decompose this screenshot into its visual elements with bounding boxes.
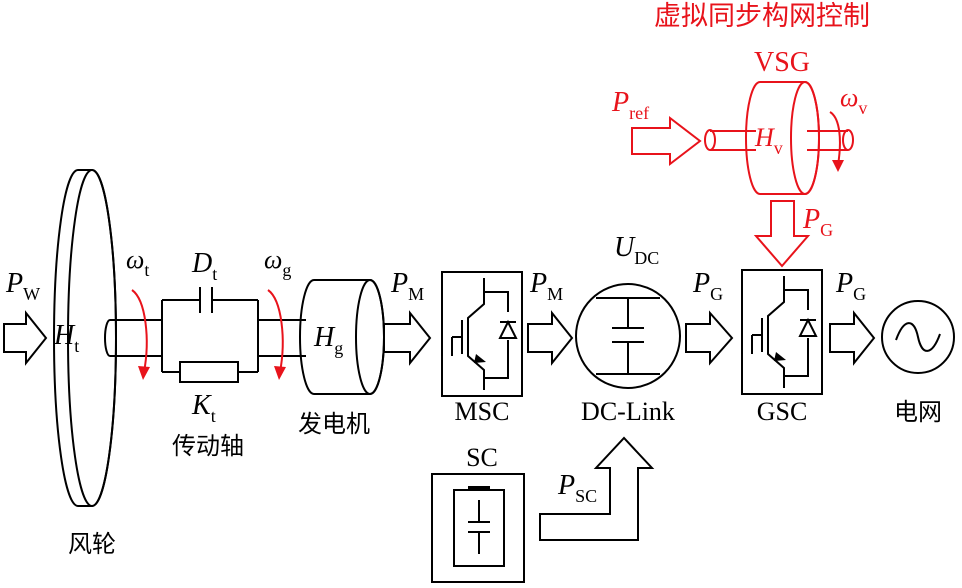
pref-arrow [631, 115, 702, 167]
gsc-label: GSC [757, 397, 808, 426]
generator-label: 发电机 [298, 410, 370, 438]
vsg-omega-label: ωv [840, 83, 867, 118]
omega-g-arrow [267, 289, 284, 373]
psc-arrow [539, 436, 655, 541]
wind-wheel-label: 风轮 [68, 530, 116, 558]
vsg-inertia-label: Hv [754, 123, 783, 158]
msc-converter [441, 271, 523, 397]
vsg-pg-down-arrow [753, 200, 811, 268]
udc-label: UDC [614, 232, 659, 268]
ht-label: Ht [53, 320, 79, 356]
pg-in-arrow [685, 310, 734, 366]
grid-label: 电网 [894, 398, 942, 426]
dc-link-label: DC-Link [581, 397, 675, 426]
omega-g-label: ωg [264, 245, 291, 280]
wind-wheel [53, 169, 117, 507]
msc-label: MSC [455, 397, 510, 426]
vsg-label: VSG [754, 47, 810, 78]
pg-out-label: PG [835, 268, 866, 304]
pm-out-label: PM [529, 268, 563, 304]
pref-label: Pref [611, 87, 649, 123]
psc-label: PSC [557, 470, 597, 506]
main-shaft [104, 319, 162, 357]
sc-label: SC [466, 443, 498, 472]
pw-arrow [3, 310, 48, 366]
generator [299, 279, 385, 395]
vsg-flywheel [704, 81, 854, 195]
kt-label: Kt [191, 390, 216, 426]
pw-label: PW [5, 268, 40, 304]
vsg-omega-arrow [829, 111, 841, 166]
drive-shaft-model [161, 287, 259, 383]
pm-in-label: PM [390, 268, 424, 304]
dc-link-capacitor [575, 283, 681, 389]
dt-label: Dt [191, 248, 217, 284]
gsc-converter [741, 269, 823, 395]
supercapacitor [431, 473, 525, 583]
diagram-title: 虚拟同步构网控制 [654, 1, 870, 32]
drive-shaft-label: 传动轴 [172, 432, 244, 460]
pm-in-arrow [383, 310, 432, 366]
pg-in-label: PG [692, 268, 723, 304]
pg-out-arrow [829, 310, 876, 366]
vsg-pg-label: PG [802, 204, 833, 240]
pm-out-arrow [527, 310, 574, 366]
grid-source [881, 300, 955, 374]
hg-label: Hg [313, 322, 343, 358]
omega-t-label: ωt [126, 245, 149, 280]
omega-t-arrow [131, 289, 148, 373]
